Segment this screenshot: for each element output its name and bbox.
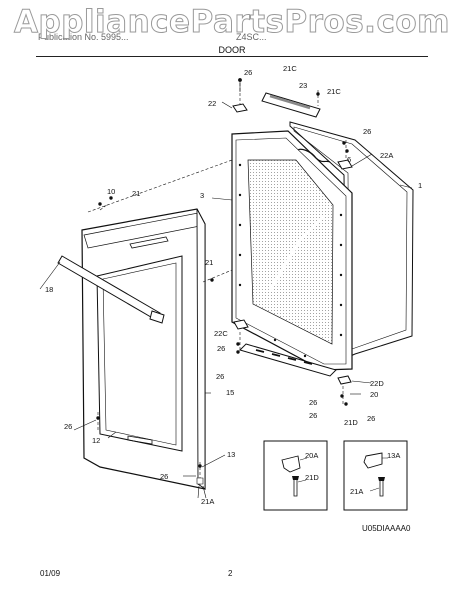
header-rule [36, 56, 428, 57]
callout-26: 26 [216, 372, 224, 381]
inset-callout-21d: 21D [305, 473, 319, 482]
callout-13: 13 [227, 450, 235, 459]
callout-18: 18 [45, 285, 53, 294]
inset-callout-13a: 13A [387, 451, 400, 460]
callout-26: 26 [160, 472, 168, 481]
callout-26: 26 [244, 68, 252, 77]
model-header: Z4SC... [236, 32, 267, 42]
callout-26: 26 [217, 344, 225, 353]
diagram-code: U05DIAAAA0 [362, 524, 411, 533]
wire-harness [297, 148, 331, 163]
publication-header: Publication No. 5995... [38, 32, 129, 42]
callout-23: 23 [299, 81, 307, 90]
callout-22a: 22A [380, 151, 393, 160]
top-bracket [261, 92, 321, 118]
inset-callout-20a: 20A [305, 451, 318, 460]
callout-26: 26 [309, 411, 317, 420]
bottom-strip [239, 343, 337, 377]
callout-21: 21 [205, 258, 213, 267]
inset-callout-21a: 21A [350, 487, 363, 496]
callout-6: 6 [347, 155, 351, 164]
watermark: AppliancePartsPros.com [14, 4, 450, 41]
callout-22d: 22D [370, 379, 384, 388]
callout-21c: 21C [327, 87, 341, 96]
inset-box-13a: 13A 21A [343, 440, 408, 511]
hinge-blocks [232, 103, 353, 385]
callout-21d: 21D [344, 418, 358, 427]
section-title: DOOR [218, 45, 246, 55]
callout-21: 21 [132, 189, 140, 198]
footer-date: 01/09 [40, 569, 61, 578]
callout-labels: 26 21C 23 21C 22 26 6 22A 1 3 10 21 21 1… [45, 64, 422, 506]
callout-15: 15 [226, 388, 234, 397]
screws [96, 78, 349, 499]
inset-box-20a: 20A 21D [263, 440, 328, 511]
callout-10: 10 [107, 187, 115, 196]
callout-21a: 21A [201, 497, 214, 506]
page-number: 2 [228, 569, 233, 578]
callout-20: 20 [370, 390, 378, 399]
callout-26: 26 [367, 414, 375, 423]
callout-26: 26 [64, 422, 72, 431]
callout-3: 3 [200, 191, 204, 200]
panel-screw-holes [238, 163, 343, 358]
callout-1: 1 [418, 181, 422, 190]
outer-door-panel [81, 208, 206, 490]
callout-22: 22 [208, 99, 216, 108]
callout-26: 26 [309, 398, 317, 407]
callout-26: 26 [363, 127, 371, 136]
door-handle [57, 255, 165, 324]
callout-21c: 21C [283, 64, 297, 73]
callout-12: 12 [92, 436, 100, 445]
inner-door-panel [231, 130, 353, 371]
leader-lines [39, 101, 413, 477]
callout-22c: 22C [214, 329, 228, 338]
